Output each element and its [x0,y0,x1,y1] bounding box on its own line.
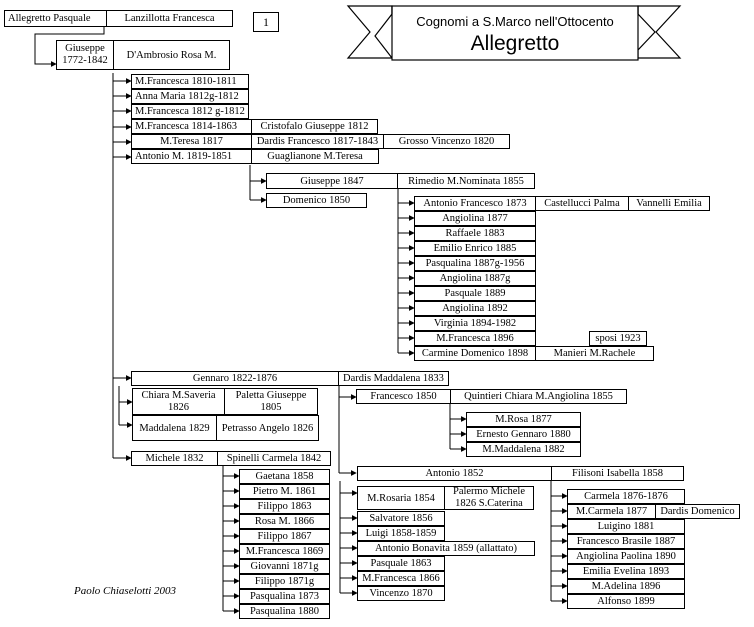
af-sibling-8: Virginia 1894-1982 [414,316,536,331]
antonio-1852-child-6: M.Francesca 1866 [357,571,445,586]
banner-subtitle: Cognomi a S.Marco nell'Ottocento [416,14,614,29]
antonio-1852-child-3: Luigi 1858-1859 [357,526,445,541]
isabella-child-7: M.Adelina 1896 [567,579,685,594]
isabella-child-2: M.Carmela 1877 [567,504,656,519]
child-mteresa-spouse1: Dardis Francesco 1817-1843 [251,134,384,149]
michele-spouse: Spinelli Carmela 1842 [217,451,331,466]
carmine-spouse: Manieri M.Rachele [535,346,654,361]
giuseppe-1772: Giuseppe 1772-1842 [56,40,114,70]
rosaria-spouse: Palermo Michele 1826 S.Caterina [444,486,534,510]
title-banner [346,5,682,61]
domenico-1850: Domenico 1850 [266,193,367,208]
michele-child-6: M.Francesca 1869 [239,544,330,559]
child-mteresa-1817: M.Teresa 1817 [131,134,252,149]
michele-child-5: Filippo 1867 [239,529,330,544]
antonio-1852-child-2: Salvatore 1856 [357,511,445,526]
author-credit: Paolo Chiaselotti 2003 [74,585,177,597]
francesco-child-3: M.Maddalena 1882 [466,442,581,457]
francesco-child-2: Ernesto Gennaro 1880 [466,427,581,442]
antonio-1852-child-1: M.Rosaria 1854 [357,486,445,510]
child-mfrancesca-1814-spouse: Cristofalo Giuseppe 1812 [251,119,378,134]
antonio-1852: Antonio 1852 [357,466,552,481]
root-mother: Lanzillotta Francesca [106,10,233,27]
child-annamaria-1812: Anna Maria 1812g-1812 [131,89,249,104]
af-sibling-5: Angiolina 1887g [414,271,536,286]
antonio-francesco-spouse2: Vannelli Emilia [628,196,710,211]
isabella-child-6: Emilia Evelina 1893 [567,564,685,579]
af-sibling-7: Angiolina 1892 [414,301,536,316]
af-sibling-6: Pasquale 1889 [414,286,536,301]
isabella-child-3: Luigino 1881 [567,519,685,534]
af-sibling-4: Pasqualina 1887g-1956 [414,256,536,271]
michele-child-9: Pasqualina 1873 [239,589,330,604]
af-sibling-10: Carmine Domenico 1898 [414,346,536,361]
af-sibling-2: Raffaele 1883 [414,226,536,241]
isabella-child-1: Carmela 1876-1876 [567,489,685,504]
francesco-spouse: Quintieri Chiara M.Angiolina 1855 [450,389,627,404]
francesco-child-1: M.Rosa 1877 [466,412,581,427]
michele-child-3: Filippo 1863 [239,499,330,514]
giuseppe-1847: Giuseppe 1847 [266,173,398,189]
child-mfrancesca-1814: M.Francesca 1814-1863 [131,119,252,134]
antonio-1852-child-5: Pasquale 1863 [357,556,445,571]
gennaro-1822: Gennaro 1822-1876 [131,371,339,386]
antonio-1852-child-7: Vincenzo 1870 [357,586,445,601]
child-mfrancesca-1810: M.Francesca 1810-1811 [131,74,249,89]
child-mteresa-spouse2: Grosso Vincenzo 1820 [383,134,510,149]
child-antonio-m-1819: Antonio M. 1819-1851 [131,149,252,164]
antonio-1852-spouse: Filisoni Isabella 1858 [551,466,684,481]
michele-child-1: Gaetana 1858 [239,469,330,484]
root-father: Allegretto Pasquale [4,10,107,27]
michele-child-2: Pietro M. 1861 [239,484,330,499]
child-antonio-m-spouse: Guaglianone M.Teresa [251,149,379,164]
chiara-spouse: Paletta Giuseppe 1805 [224,388,318,415]
af-sibling-3: Emilio Enrico 1885 [414,241,536,256]
af-sibling-9: M.Francesca 1896 [414,331,536,346]
michele-child-4: Rosa M. 1866 [239,514,330,529]
isabella-child-4: Francesco Brasile 1887 [567,534,685,549]
af-sibling-1: Angiolina 1877 [414,211,536,226]
chiara-msaveria-1826: Chiara M.Saveria 1826 [132,388,225,415]
gennaro-spouse: Dardis Maddalena 1833 [338,371,449,386]
carmela-spouse: Dardis Domenico [655,504,740,519]
antonio-francesco-1873: Antonio Francesco 1873 [414,196,536,211]
michele-child-7: Giovanni 1871g [239,559,330,574]
giuseppe-1847-spouse: Rimedio M.Nominata 1855 [397,173,535,189]
michele-1832: Michele 1832 [131,451,218,466]
isabella-child-8: Alfonso 1899 [567,594,685,609]
maddalena-1829: Maddalena 1829 [132,415,217,441]
francesco-1850: Francesco 1850 [356,389,451,404]
sposi-note: sposi 1923 [589,331,647,346]
giuseppe-spouse: D'Ambrosio Rosa M. [113,40,230,70]
antonio-1852-child-4: Antonio Bonavita 1859 (allattato) [357,541,535,556]
antonio-francesco-spouse1: Castellucci Palma [535,196,629,211]
child-mfrancesca-1812: M.Francesca 1812 g-1812 [131,104,249,119]
page-number-badge: 1 [253,12,279,32]
isabella-child-5: Angiolina Paolina 1890 [567,549,685,564]
maddalena-spouse: Petrasso Angelo 1826 [216,415,319,441]
banner-title: Allegretto [470,32,560,55]
michele-child-8: Filippo 1871g [239,574,330,589]
michele-child-10: Pasqualina 1880 [239,604,330,619]
